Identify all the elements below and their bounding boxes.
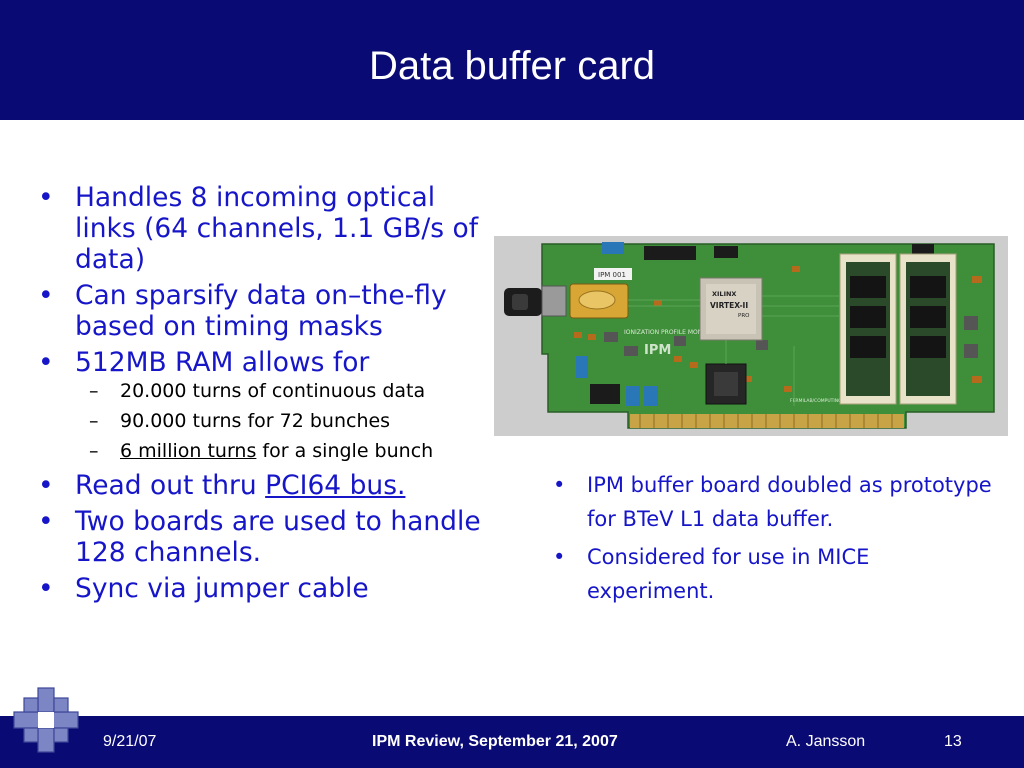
bullet-glyph: • <box>553 545 566 569</box>
bullet-mice-experiment: • Considered for use in MICE experiment. <box>553 540 993 608</box>
pci64-bus-link[interactable]: PCI64 bus. <box>265 470 406 501</box>
bullet-glyph: • <box>38 182 54 213</box>
footer-author: A. Jansson <box>786 733 866 750</box>
board-logo-text: IPM <box>644 343 671 358</box>
footer-bar: 9/21/07 IPM Review, September 21, 2007 A… <box>0 716 1024 768</box>
ipm-label-text: IPM 001 <box>598 271 626 279</box>
sub-bullet-single-bunch: – 6 million turns for a single bunch <box>75 440 493 462</box>
board-fine-text: FERMILAB/COMPUTING DIVISION/CEPA/ESE <box>790 398 887 404</box>
bullet-text: Read out thru <box>75 470 266 501</box>
sub-bullet-text: 20.000 turns of continuous data <box>120 380 426 402</box>
bullet-ram: • 512MB RAM allows for – 20.000 turns of… <box>38 347 493 462</box>
right-bullet-list: • IPM buffer board doubled as prototype … <box>553 468 993 612</box>
sub-bullet-text: 90.000 turns for 72 bunches <box>120 410 391 432</box>
bullet-text: Can sparsify data on–the-fly based on ti… <box>75 280 447 342</box>
bullet-glyph: • <box>38 470 54 501</box>
sub-bullet-text: for a single bunch <box>256 440 434 462</box>
footer-date: 9/21/07 <box>103 733 157 750</box>
ram-sub-list: – 20.000 turns of continuous data – 90.0… <box>75 380 493 462</box>
bullet-two-boards: • Two boards are used to handle 128 chan… <box>38 506 493 568</box>
fermilab-logo <box>10 684 82 756</box>
bullet-glyph: • <box>38 506 54 537</box>
chip-name-text: VIRTEX-II <box>710 301 748 310</box>
footer-page-number: 13 <box>944 733 962 750</box>
bullet-pci64: • Read out thru PCI64 bus. <box>38 470 493 501</box>
bullet-btev-prototype: • IPM buffer board doubled as prototype … <box>553 468 993 536</box>
chip-brand-text: XILINX <box>712 290 736 298</box>
left-bullet-list: • Handles 8 incoming optical links (64 c… <box>38 182 493 609</box>
bullet-text: Handles 8 incoming optical links (64 cha… <box>75 182 479 275</box>
dash-glyph: – <box>89 410 99 432</box>
bullet-sync: • Sync via jumper cable <box>38 573 493 604</box>
bullet-text: 512MB RAM allows for <box>75 347 370 378</box>
six-million-turns-link[interactable]: 6 million turns <box>120 440 257 462</box>
bullet-optical-links: • Handles 8 incoming optical links (64 c… <box>38 182 493 275</box>
footer-title: IPM Review, September 21, 2007 <box>372 733 618 750</box>
sub-bullet-72-bunches: – 90.000 turns for 72 bunches <box>75 410 493 432</box>
chip-sub-text: PRO <box>738 313 750 319</box>
bullet-glyph: • <box>38 347 54 378</box>
board-caption-text: IONIZATION PROFILE MONITOR <box>624 329 717 336</box>
dash-glyph: – <box>89 440 99 462</box>
bullet-text: Considered for use in MICE experiment. <box>587 545 870 603</box>
bullet-glyph: • <box>38 573 54 604</box>
bullet-text: Sync via jumper cable <box>75 573 369 604</box>
dash-glyph: – <box>89 380 99 402</box>
slide-title: Data buffer card <box>368 44 656 88</box>
bullet-glyph: • <box>553 473 566 497</box>
data-buffer-card-photo: IPM 001 IONIZATION PROFILE MONITOR IPM F… <box>494 236 1008 436</box>
bullet-glyph: • <box>38 280 54 311</box>
title-bar: Data buffer card <box>0 0 1024 120</box>
bullet-text: IPM buffer board doubled as prototype fo… <box>587 473 992 531</box>
bullet-sparsify: • Can sparsify data on–the-fly based on … <box>38 280 493 342</box>
bullet-text: Two boards are used to handle 128 channe… <box>75 506 481 568</box>
sub-bullet-continuous: – 20.000 turns of continuous data <box>75 380 493 402</box>
